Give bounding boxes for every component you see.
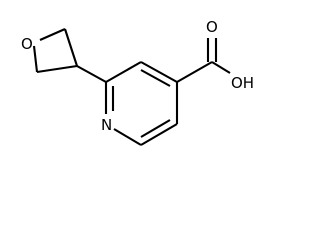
bond-c3-c4 bbox=[140, 61, 178, 83]
hydroxyl-label: OH bbox=[231, 74, 254, 92]
bond-ring-o-top bbox=[39, 28, 66, 41]
bond-carboxyl-oh bbox=[211, 61, 231, 74]
bond-spiro-bottom bbox=[36, 64, 78, 74]
bond-c5-c6-inner bbox=[140, 119, 171, 138]
bond-c2-c3 bbox=[105, 61, 142, 83]
pyridine-nitrogen-label: N bbox=[101, 116, 112, 134]
bond-c3-c4-inner bbox=[140, 69, 171, 87]
carbonyl-oxygen-label: O bbox=[206, 18, 218, 36]
bond-c6-n bbox=[113, 128, 142, 146]
chemical-structure: O N OH O bbox=[21, 18, 254, 146]
oxetane-oxygen-label: O bbox=[21, 35, 33, 53]
bond-top-spiro bbox=[64, 28, 78, 67]
bond-bottom-ring-o bbox=[32, 45, 39, 73]
bond-oxetane-pyridine bbox=[76, 65, 107, 83]
bond-c5-c6 bbox=[140, 123, 178, 146]
bond-c4-carboxyl bbox=[176, 61, 213, 83]
